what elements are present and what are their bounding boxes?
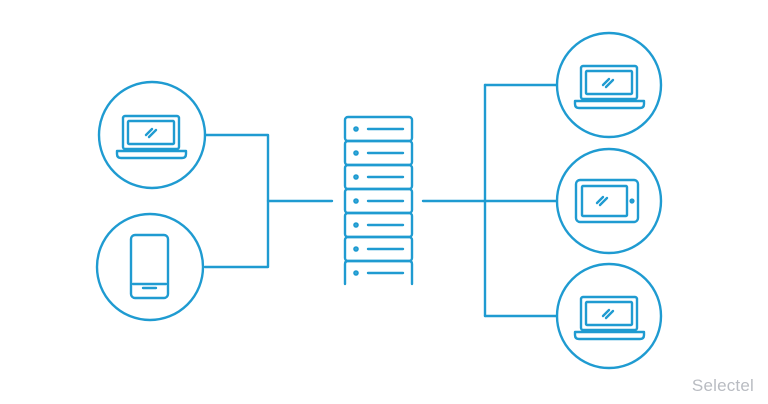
laptop-icon [573, 295, 646, 341]
connector-left-top [203, 133, 270, 269]
client-right-laptop-top [555, 31, 663, 139]
server-rack [343, 115, 414, 286]
right-connectors [421, 83, 559, 318]
laptop-icon [115, 114, 188, 160]
client-circle [555, 31, 663, 139]
laptop-icon [573, 64, 646, 110]
smartphone-icon [129, 233, 170, 300]
tablet-icon [574, 178, 640, 224]
client-circle [555, 147, 663, 255]
brand-logo-text: Selectel [691, 376, 754, 395]
server-rack-icon [343, 115, 414, 286]
client-circle [555, 262, 663, 370]
client-left-laptop [97, 80, 207, 190]
client-circle [97, 80, 207, 190]
client-circle [95, 212, 205, 322]
client-left-phone [95, 212, 205, 322]
client-right-tablet [555, 147, 663, 255]
left-connectors [203, 133, 334, 269]
client-right-laptop-bottom [555, 262, 663, 370]
